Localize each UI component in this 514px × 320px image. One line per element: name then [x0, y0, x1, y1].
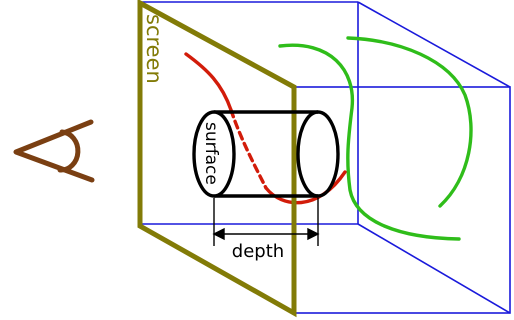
depth-arrowhead-left — [212, 227, 225, 241]
frustum-edge-diag-top — [357, 1, 511, 88]
scene-curves — [278, 36, 473, 241]
frustum-edge-diag-bottom — [357, 223, 511, 314]
screen-label: screen — [142, 14, 166, 84]
cylinder-back-end — [296, 110, 340, 198]
depth-label: depth — [232, 241, 284, 262]
eye-pupil-arc — [57, 129, 81, 173]
surface-label: surface — [201, 122, 221, 185]
clip-curve-hidden — [229, 108, 268, 190]
clip-curve-back — [264, 170, 347, 205]
screen-plane — [137, 0, 297, 318]
cylinder-front-end — [192, 110, 236, 198]
frustum-back-face — [293, 86, 511, 314]
depth-dimension — [212, 198, 320, 246]
view-frustum-box — [140, 1, 511, 314]
scene-curve-right — [346, 36, 473, 208]
eye-lids — [13, 119, 95, 183]
surface-cylinder — [192, 110, 340, 198]
depth-arrowhead-right — [307, 227, 320, 241]
clip-curve-front — [184, 52, 233, 112]
clip-curve — [184, 52, 347, 205]
eye-icon — [13, 119, 95, 183]
scene-curve-left — [278, 43, 461, 241]
